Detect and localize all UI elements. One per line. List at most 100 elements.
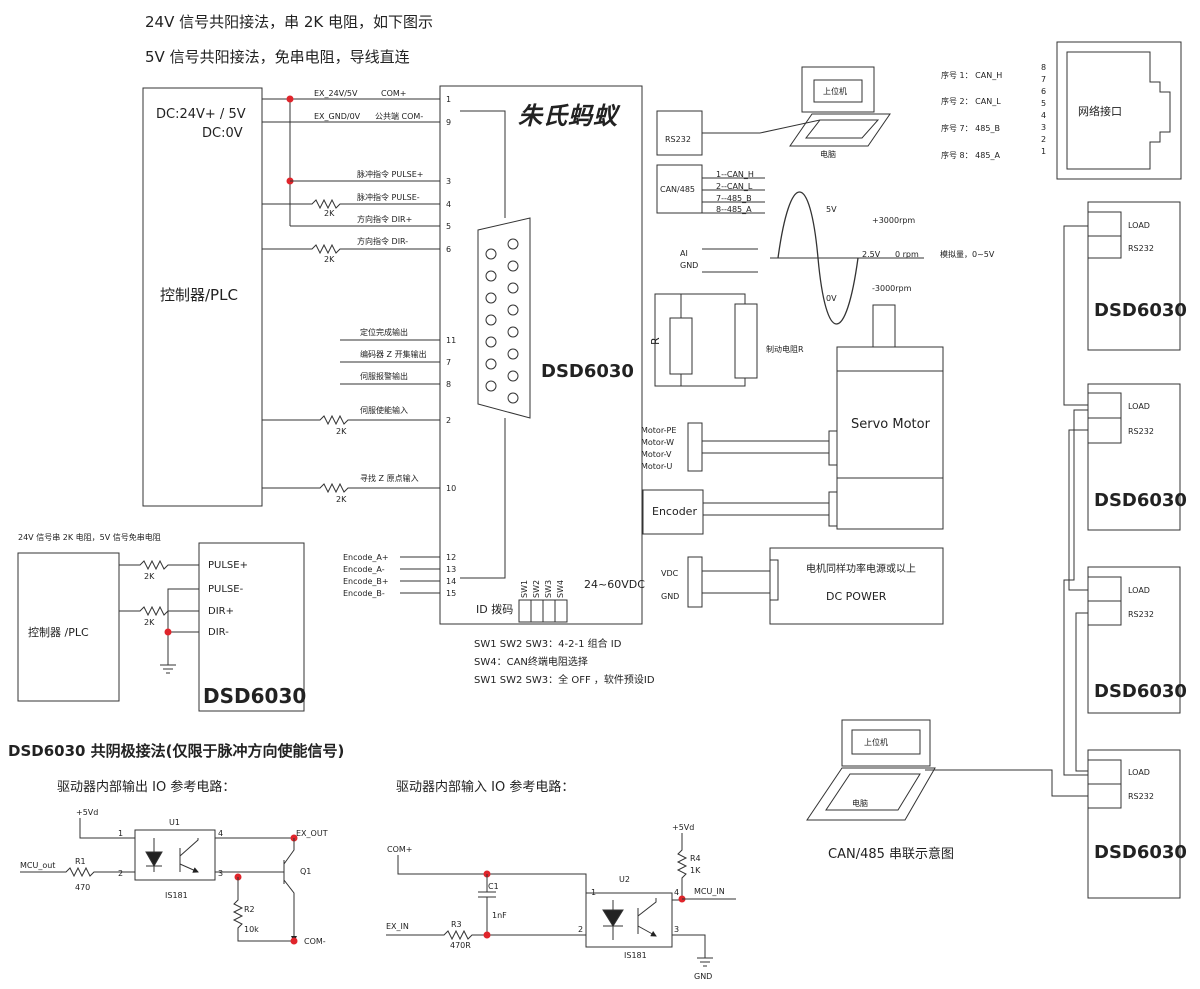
pc-bottom-label: 电脑 bbox=[852, 798, 868, 808]
out-mcu: MCU_out bbox=[20, 861, 55, 870]
output-io-title: 驱动器内部输出 IO 参考电路： bbox=[57, 779, 235, 795]
enc-a-plus: Encode_A+ bbox=[343, 553, 389, 562]
controller-dc-zero: DC:0V bbox=[202, 126, 243, 141]
chain1-load: LOAD bbox=[1128, 221, 1150, 230]
db15-connector bbox=[477, 217, 531, 419]
chain2-rs232: RS232 bbox=[1128, 427, 1154, 436]
out-u1: U1 bbox=[169, 818, 180, 827]
out-r1: R1 bbox=[75, 857, 86, 866]
rs232-label: RS232 bbox=[665, 135, 691, 144]
sw3-label: SW3 bbox=[544, 580, 553, 598]
servo-motor bbox=[828, 304, 944, 530]
lower-dir-minus: DIR- bbox=[208, 627, 229, 638]
sig-encoder-z: 编码器 Z 开集输出 bbox=[360, 349, 427, 359]
sw-note-3: SW1 SW2 SW3：全 OFF ，软件预设ID bbox=[474, 673, 655, 686]
out-r2: R2 bbox=[244, 905, 255, 914]
motor-pe: Motor-PE bbox=[641, 426, 676, 435]
motor-u: Motor-U bbox=[641, 462, 672, 471]
dcgnd-label: GND bbox=[661, 592, 679, 601]
svg-text:3: 3 bbox=[674, 925, 679, 934]
lower-pulse-minus: PULSE- bbox=[208, 584, 244, 595]
sig-find-z: 寻找 Z 原点输入 bbox=[360, 473, 419, 483]
can485-port bbox=[656, 164, 703, 214]
svg-text:3: 3 bbox=[218, 869, 223, 878]
sig-dir-plus: 方向指令 DIR+ bbox=[357, 214, 412, 224]
ai-label: AI bbox=[680, 249, 688, 258]
driver-brand: 朱氏蚂蚁 bbox=[518, 102, 621, 130]
out-chip: IS181 bbox=[165, 891, 188, 900]
controller-main-box bbox=[142, 87, 263, 507]
chain-caption: CAN/485 串联示意图 bbox=[828, 846, 954, 862]
pc-bottom-host: 上位机 bbox=[864, 737, 888, 747]
sig-pulse-plus: 脉冲指令 PULSE+ bbox=[357, 169, 424, 179]
brake-wire bbox=[654, 293, 680, 387]
encoder-port bbox=[642, 489, 704, 535]
in-r3: R3 bbox=[451, 920, 462, 929]
sw1-label: SW1 bbox=[520, 580, 529, 598]
svg-text:5: 5 bbox=[1041, 99, 1046, 108]
chain2-model: DSD6030 bbox=[1094, 490, 1187, 511]
pin-5: 5 bbox=[446, 222, 451, 231]
sw4-label: SW4 bbox=[556, 580, 565, 598]
network-port-box bbox=[1056, 41, 1182, 180]
svg-text:4: 4 bbox=[674, 888, 679, 897]
in-r4v: 1K bbox=[690, 866, 701, 875]
input-io-title: 驱动器内部输入 IO 参考电路： bbox=[396, 779, 574, 795]
encoder-label: Encoder bbox=[652, 505, 697, 518]
out-q1: Q1 bbox=[300, 867, 311, 876]
chain1-rs232: RS232 bbox=[1128, 244, 1154, 253]
rpm-pos: +3000rpm bbox=[872, 216, 915, 225]
analog-0v: 0V bbox=[826, 294, 837, 303]
svg-text:2: 2 bbox=[578, 925, 583, 934]
pin-8: 8 bbox=[446, 380, 451, 389]
in-r3v: 470R bbox=[450, 941, 471, 950]
in-optocoupler bbox=[585, 892, 673, 948]
pin-9: 9 bbox=[446, 118, 451, 127]
pin-15: 15 bbox=[446, 589, 456, 598]
sw2-label: SW2 bbox=[532, 580, 541, 598]
in-ex-in: EX_IN bbox=[386, 922, 409, 931]
pin-6: 6 bbox=[446, 245, 451, 254]
controller-label: 控制器/PLC bbox=[160, 286, 238, 304]
sig-com-plus: COM+ bbox=[381, 89, 407, 98]
vdc-label: VDC bbox=[661, 569, 679, 578]
can485-label: CAN/485 bbox=[660, 185, 695, 194]
svg-text:3: 3 bbox=[1041, 123, 1046, 132]
brake-resistor-label: 制动电阻R bbox=[766, 344, 804, 354]
can-h: 1--CAN_H bbox=[716, 170, 754, 179]
svg-text:1: 1 bbox=[1041, 147, 1046, 156]
chain3-model: DSD6030 bbox=[1094, 681, 1187, 702]
lower-driver-box bbox=[198, 542, 305, 712]
pin-14: 14 bbox=[446, 577, 456, 586]
note-5v: 5V 信号共阳接法，免串电阻，导线直连 bbox=[145, 48, 410, 66]
in-chip: IS181 bbox=[624, 951, 647, 960]
rs485-a: 8--485_A bbox=[716, 205, 752, 214]
dc-power-box bbox=[769, 547, 944, 625]
analog-desc: 模拟量，0~5V bbox=[940, 249, 995, 259]
motor-v: Motor-V bbox=[641, 450, 672, 459]
out-ex-out: EX_OUT bbox=[296, 829, 328, 838]
sig-servo-enable: 伺服使能输入 bbox=[360, 405, 408, 415]
chain1-model: DSD6030 bbox=[1094, 300, 1187, 321]
chain4-rs232: RS232 bbox=[1128, 792, 1154, 801]
svg-text:2: 2 bbox=[1041, 135, 1046, 144]
sw-note-2: SW4：CAN终端电阻选择 bbox=[474, 655, 588, 668]
in-u2: U2 bbox=[619, 875, 630, 884]
ai-gnd-label: GND bbox=[680, 261, 698, 270]
power-terminal bbox=[687, 556, 703, 608]
pin-11: 11 bbox=[446, 336, 456, 345]
pin-12: 12 bbox=[446, 553, 456, 562]
svg-text:1: 1 bbox=[118, 829, 123, 838]
enc-b-plus: Encode_B+ bbox=[343, 577, 389, 586]
net-pin-7: 序号 7： 485_B bbox=[941, 123, 1000, 133]
lower-r-dir: 2K bbox=[144, 618, 155, 627]
sig-dir-minus: 方向指令 DIR- bbox=[357, 236, 408, 246]
pc-bottom bbox=[806, 719, 936, 821]
r-2k-dir: 2K bbox=[324, 255, 335, 264]
enc-a-minus: Encode_A- bbox=[343, 565, 385, 574]
svg-text:2: 2 bbox=[118, 869, 123, 878]
out-optocoupler bbox=[134, 829, 216, 881]
db15-pins bbox=[485, 238, 519, 404]
pc-top-host: 上位机 bbox=[823, 86, 847, 96]
r-2k-zfind: 2K bbox=[336, 495, 347, 504]
